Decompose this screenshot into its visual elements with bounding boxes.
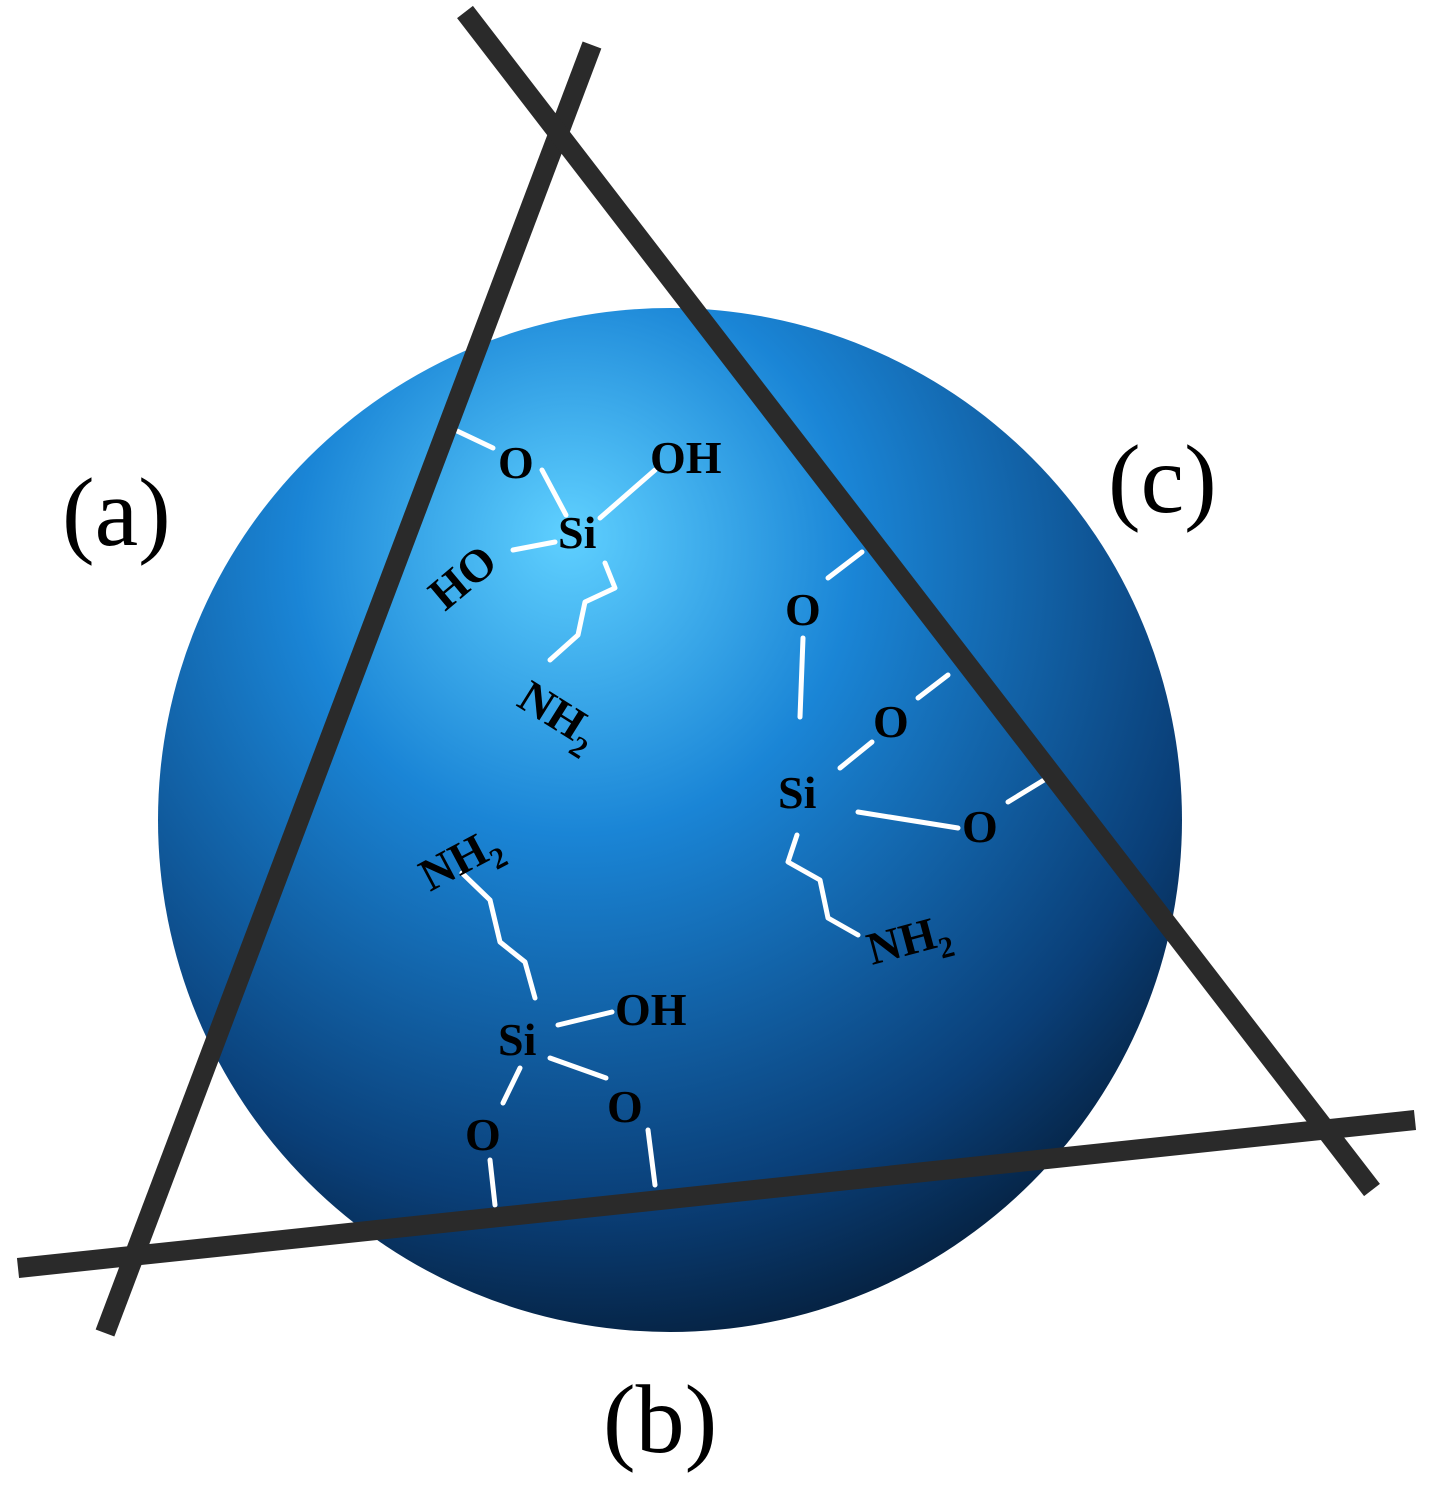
bond-b-si-oh (555, 1009, 615, 1028)
label-a: (a) (62, 459, 171, 567)
group-a-hydroxyl: OH (650, 432, 722, 483)
edge-c-line (457, 5, 1380, 1197)
bond-b-o-right-surface (645, 1127, 658, 1188)
bond-a-o-si (539, 467, 569, 518)
bond-a-propyl-chain (547, 560, 618, 663)
bond-c-surface-o-top (825, 549, 865, 581)
group-c-bonds (785, 549, 1047, 938)
group-c-amine: NH2 (861, 904, 958, 984)
group-c-atoms: O O Si O NH2 (778, 584, 998, 984)
edge-a-line (95, 41, 602, 1337)
bond-c-o-mid-si (837, 739, 875, 771)
bond-c-surface-o-low (1005, 777, 1047, 805)
group-b-hydroxyl: OH (615, 984, 687, 1035)
bond-b-o-left-surface (487, 1157, 498, 1208)
group-b-oxygen-right: O (607, 1081, 643, 1132)
bond-c-surface-o-mid (915, 672, 951, 701)
silica-sphere (158, 308, 1182, 1332)
triangle-edges (16, 5, 1417, 1337)
bond-a-ho-si (510, 539, 558, 553)
group-a-silicon: Si (558, 507, 597, 558)
bond-c-o-top-si (797, 635, 806, 720)
bond-b-propyl-chain (459, 870, 538, 1001)
group-a-bonds (452, 427, 658, 663)
label-c: (c) (1108, 426, 1217, 534)
edge-b-line (16, 1110, 1417, 1278)
bond-c-si-o-low (855, 809, 961, 831)
bond-b-si-o-right (547, 1055, 609, 1081)
group-c-oxygen-low: O (962, 801, 998, 852)
group-c-silicon: Si (778, 767, 817, 818)
group-b-oxygen-left: O (465, 1109, 501, 1160)
label-b: (b) (603, 1366, 717, 1474)
bond-a-si-oh (597, 467, 658, 521)
group-b-bonds (459, 870, 658, 1208)
bond-a-surface-o (452, 427, 496, 451)
group-a-oxygen: O (498, 437, 534, 488)
group-c-oxygen-top: O (785, 584, 821, 635)
group-b-silicon: Si (498, 1014, 537, 1065)
group-c-oxygen-mid: O (873, 696, 909, 747)
bond-c-propyl-chain (785, 832, 861, 938)
bond-b-si-o-left (500, 1065, 523, 1106)
